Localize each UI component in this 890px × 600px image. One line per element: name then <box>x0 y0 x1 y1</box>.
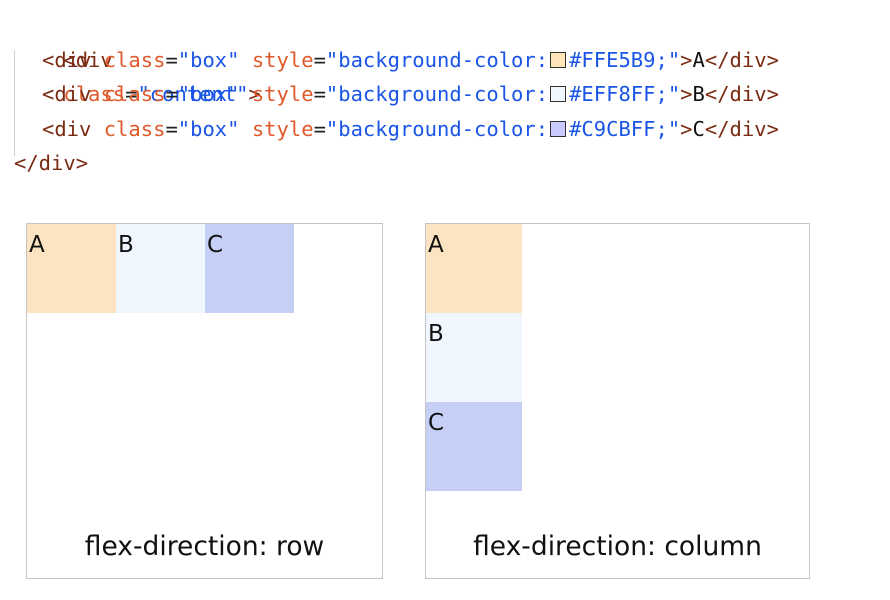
code-tag-open: <div <box>42 82 92 106</box>
code-eq: = <box>125 82 138 106</box>
code-line-box-b: <div class="box" style="background-color… <box>14 77 779 112</box>
code-eq: = <box>313 47 326 72</box>
flex-row-container: A B C <box>27 224 382 313</box>
code-listing: <div class="content"> <div class="box" s… <box>14 8 779 181</box>
code-attr-style: style <box>251 82 314 106</box>
code-value: "content" <box>137 82 249 106</box>
flex-column-demo: A B C flex-direction: column <box>425 223 810 579</box>
flex-column-caption: flex-direction: column <box>473 531 762 562</box>
flex-row-box-a: A <box>27 224 116 313</box>
code-end-tag: </div> <box>704 82 779 106</box>
color-swatch-icon[interactable] <box>550 51 567 68</box>
indent-guide <box>14 50 15 156</box>
code-outer-end-tag: </div> <box>14 151 89 175</box>
flex-column-box-c: C <box>426 402 522 491</box>
code-tag-open: <div <box>42 47 92 72</box>
code-box-label: A <box>692 47 705 72</box>
code-tag-close: > <box>680 82 693 106</box>
code-value-class: "box" <box>177 116 240 141</box>
flex-column-box-b: B <box>426 313 522 402</box>
code-style-prefix: "background-color: <box>325 47 549 72</box>
code-eq: = <box>165 116 178 141</box>
flex-row-box-b: B <box>116 224 205 313</box>
code-attr-style: style <box>251 116 314 141</box>
code-eq: = <box>313 116 326 141</box>
code-tag-close: > <box>248 82 261 106</box>
color-swatch-icon[interactable] <box>550 120 567 137</box>
code-end-tag: </div> <box>704 116 779 141</box>
flex-column-box-a: A <box>426 224 522 313</box>
code-box-label: B <box>692 82 705 106</box>
code-attr-class: class <box>103 82 166 106</box>
code-box-label: C <box>692 116 705 141</box>
code-color-value: #FFE5B9;" <box>569 47 681 72</box>
flex-row-caption: flex-direction: row <box>84 531 325 562</box>
code-color-value: #EFF8FF;" <box>569 82 681 106</box>
color-swatch-icon[interactable] <box>550 86 567 102</box>
code-line-box-a: <div class="box" style="background-color… <box>14 43 779 78</box>
code-eq: = <box>165 47 178 72</box>
code-attr: class <box>63 82 126 106</box>
code-eq: = <box>165 82 178 106</box>
code-attr-class: class <box>103 116 166 141</box>
code-eq: = <box>313 82 326 106</box>
code-line-box-c: <div class="box" style="background-color… <box>14 112 779 147</box>
flex-column-container: A B C <box>426 224 809 491</box>
code-attr-style: style <box>251 47 314 72</box>
code-value-class: "box" <box>177 82 240 106</box>
code-end-tag: </div> <box>704 47 779 72</box>
code-style-prefix: "background-color: <box>325 116 549 141</box>
code-line-close: </div> <box>14 146 779 181</box>
code-tag-close: > <box>680 47 693 72</box>
code-color-value: #C9CBFF;" <box>569 116 681 141</box>
flex-row-demo: A B C flex-direction: row <box>26 223 383 579</box>
code-tag-open: <div <box>63 47 113 72</box>
code-tag-open: <div <box>42 116 92 141</box>
code-style-prefix: "background-color: <box>325 82 549 106</box>
flex-row-box-c: C <box>205 224 294 313</box>
code-value-class: "box" <box>177 47 240 72</box>
code-tag-close: > <box>680 116 693 141</box>
code-line-open: <div class="content"> <box>14 8 779 107</box>
code-attr-class: class <box>103 47 166 72</box>
